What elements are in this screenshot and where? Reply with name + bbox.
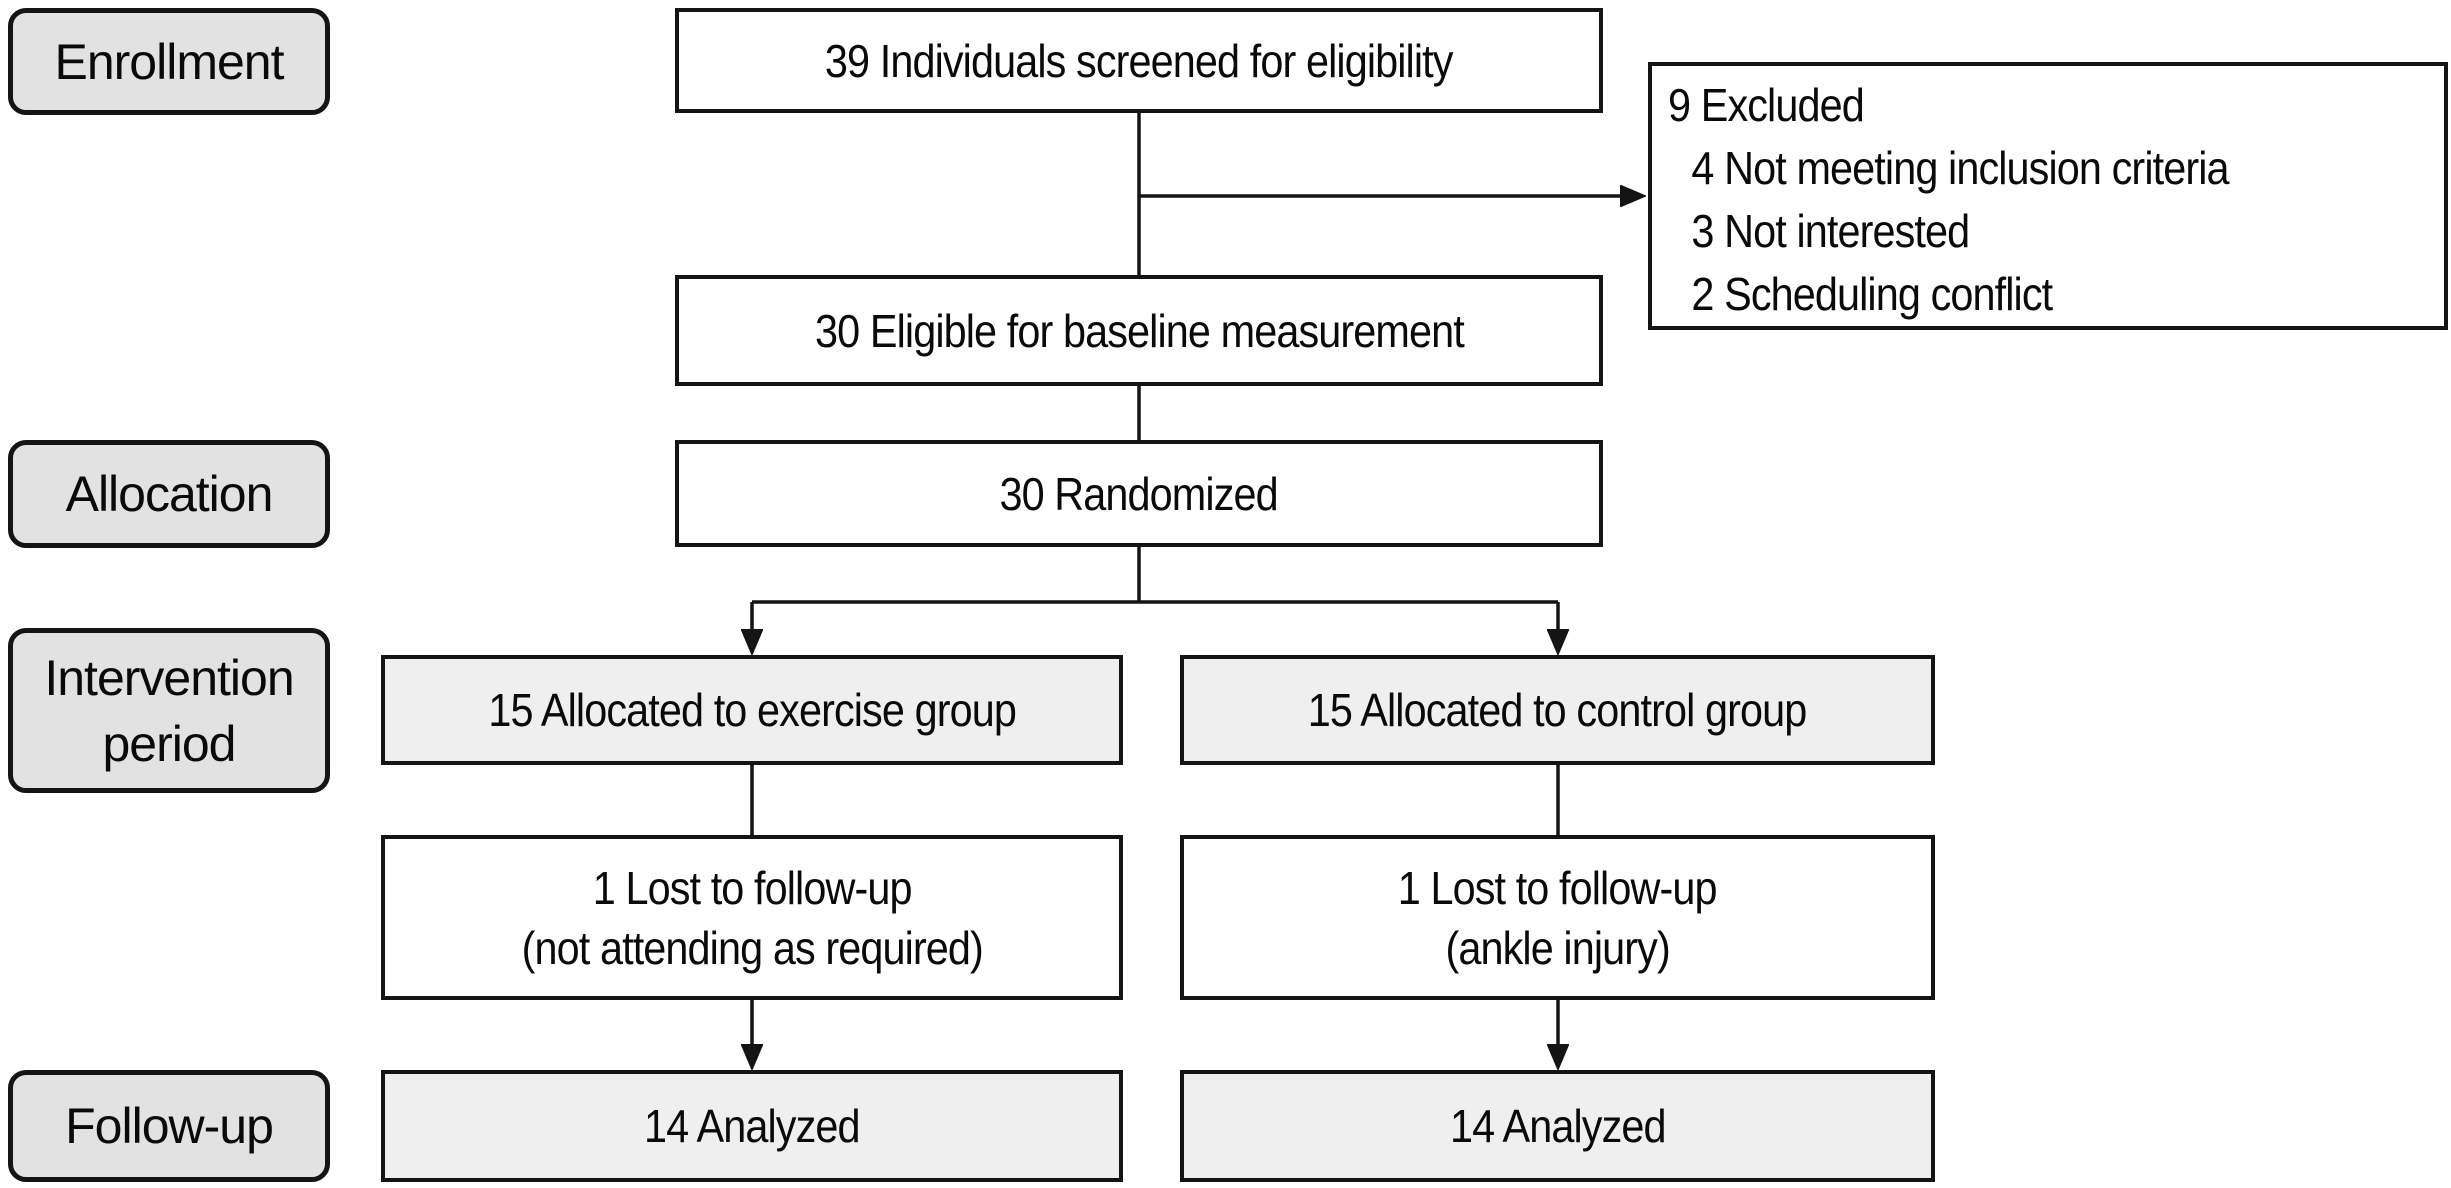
node-screened: 39 Individuals screened for eligibility: [675, 8, 1603, 113]
excluded-reason-3-text: 2 Scheduling conflict: [1691, 268, 2053, 320]
node-eligible: 30 Eligible for baseline measurement: [675, 275, 1603, 386]
node-lost-exercise-line2: (not attending as required): [521, 921, 983, 974]
stage-label-enrollment: Enrollment: [8, 8, 330, 115]
node-analyzed-exercise-text: 14 Analyzed: [644, 1100, 861, 1152]
node-randomized-text: 30 Randomized: [999, 467, 1279, 520]
stage-label-allocation-text: Allocation: [65, 466, 274, 522]
node-lost-control-line2: (ankle injury): [1445, 921, 1670, 974]
stage-label-follow-up-text: Follow-up: [65, 1098, 274, 1154]
node-analyzed-exercise: 14 Analyzed: [381, 1070, 1123, 1182]
node-allocated-control-text: 15 Allocated to control group: [1308, 684, 1808, 736]
stage-label-enrollment-text: Enrollment: [54, 33, 285, 90]
node-eligible-text: 30 Eligible for baseline measurement: [814, 304, 1465, 357]
node-allocated-exercise: 15 Allocated to exercise group: [381, 655, 1123, 765]
stage-label-intervention-period: Intervention period: [8, 628, 330, 793]
node-excluded: 9 Excluded 4 Not meeting inclusion crite…: [1648, 62, 2448, 330]
excluded-total-text: 9 Excluded: [1668, 79, 1865, 131]
node-randomized: 30 Randomized: [675, 440, 1603, 547]
stage-label-follow-up: Follow-up: [8, 1070, 330, 1182]
node-lost-control: 1 Lost to follow-up (ankle injury): [1180, 835, 1935, 1000]
stage-label-intervention-period-text: Intervention period: [44, 649, 294, 772]
excluded-reason-2-text: 3 Not interested: [1691, 205, 1970, 257]
stage-label-allocation: Allocation: [8, 440, 330, 548]
node-allocated-control: 15 Allocated to control group: [1180, 655, 1935, 765]
node-lost-exercise: 1 Lost to follow-up (not attending as re…: [381, 835, 1123, 1000]
node-lost-exercise-line1: 1 Lost to follow-up: [592, 861, 913, 914]
node-screened-text: 39 Individuals screened for eligibility: [825, 34, 1454, 87]
excluded-reason-1-text: 4 Not meeting inclusion criteria: [1691, 142, 2229, 194]
node-analyzed-control-text: 14 Analyzed: [1449, 1100, 1667, 1152]
node-lost-control-line1: 1 Lost to follow-up: [1398, 861, 1718, 914]
node-analyzed-control: 14 Analyzed: [1180, 1070, 1935, 1182]
node-allocated-exercise-text: 15 Allocated to exercise group: [488, 684, 1017, 736]
